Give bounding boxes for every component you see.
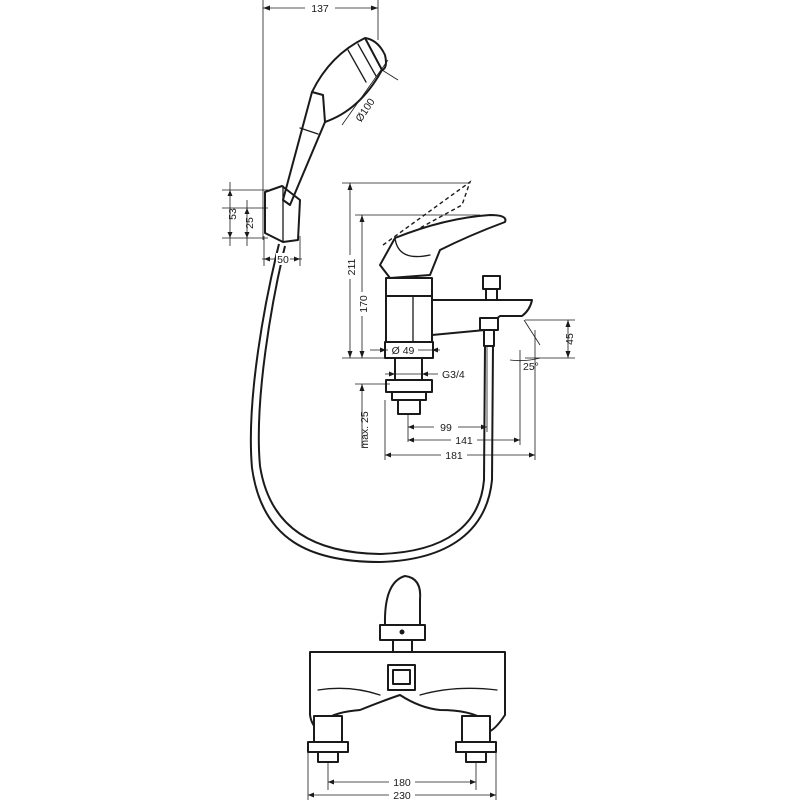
hand-shower [282,37,387,206]
label-25deg: 25° [523,361,539,373]
label-d100: Ø100 [353,96,377,124]
label-99: 99 [440,422,452,434]
dim-180-230: 180 230 [307,752,497,800]
mixer-side-view [379,180,533,415]
dim-g34: G3/4 [385,369,465,381]
label-53: 53 [227,208,239,220]
shower-holder [264,185,301,243]
label-d49: Ø 49 [392,345,415,357]
label-181: 181 [445,450,463,462]
dim-211-170: 211 170 [342,182,480,359]
dim-53-25: 53 25 [222,182,268,246]
dim-137: 137 [262,0,379,240]
dim-d100: Ø100 [341,59,399,126]
dim-depths: 99 141 181 [384,330,536,462]
dim-d49: Ø 49 [370,343,440,357]
label-180: 180 [393,777,411,789]
label-230: 230 [393,790,411,800]
label-50: 50 [277,254,289,266]
dim-max25: max. 25 [355,383,390,449]
label-211: 211 [346,258,358,275]
dim-50: 50 [262,236,302,266]
label-170: 170 [358,295,370,313]
label-max25: max. 25 [359,411,371,449]
dim-45-25deg: 45 25° [509,319,576,373]
label-25-holder: 25 [244,217,256,229]
mixer-front-view [307,575,506,763]
shower-hose [249,243,494,563]
label-45: 45 [564,333,576,345]
label-g34: G3/4 [442,369,465,381]
label-141: 141 [455,435,473,447]
label-137: 137 [311,3,329,15]
